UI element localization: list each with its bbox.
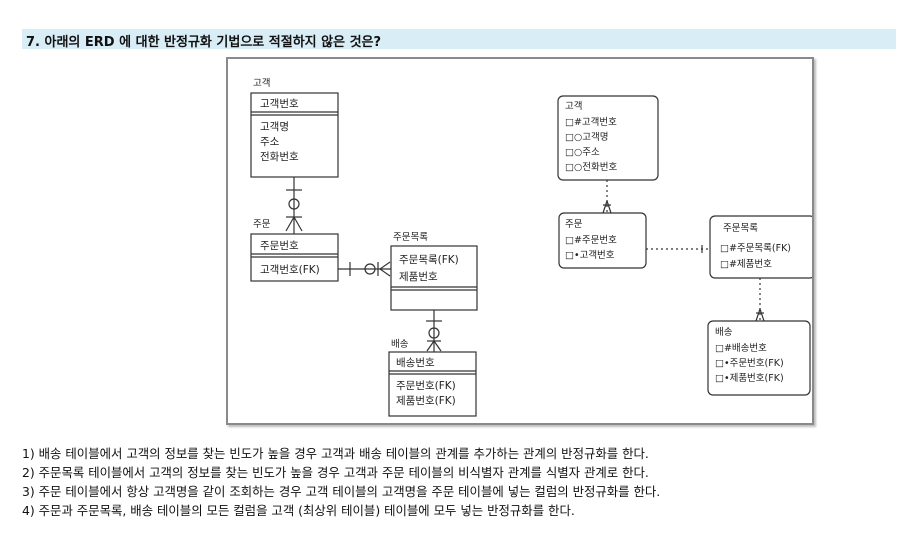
right-order-box xyxy=(558,212,647,269)
right-delivery-box xyxy=(707,320,811,396)
right-order-item-box xyxy=(709,215,812,279)
left-delivery-label: 배송 xyxy=(391,339,409,350)
right-order-item-label: 주문목록 xyxy=(723,223,758,234)
erd-diagram: 고객 고객번호 고객명 주소 전화번호 주문 주문번호 고객번호(FK) 주문목… xyxy=(250,78,812,417)
left-customer-pk: 고객번호 xyxy=(260,98,299,110)
option-3[interactable]: 3) 주문 테이블에서 항상 고객명을 같이 조회하는 경우 고객 테이블의 고… xyxy=(22,484,661,499)
right-customer-attr: □○전화번호 xyxy=(565,162,617,173)
right-order-attr: □•고객번호 xyxy=(565,250,615,261)
left-order-item-label: 주문목록 xyxy=(393,232,428,243)
left-customer-attr: 전화번호 xyxy=(260,151,299,163)
option-1[interactable]: 1) 배송 테이블에서 고객의 정보를 찾는 빈도가 높을 경우 고객과 배송 … xyxy=(22,446,649,461)
left-customer-attr: 주소 xyxy=(260,136,280,148)
right-order-item-attr: □#제품번호 xyxy=(720,259,772,270)
left-order-item-pk: 제품번호 xyxy=(399,271,438,283)
right-customer-attr: □○주소 xyxy=(565,147,600,158)
question-title: 7. 아래의 ERD 에 대한 반정규화 기법으로 적절하지 않은 것은? xyxy=(26,35,382,50)
left-customer-label: 고객 xyxy=(253,78,270,89)
left-delivery-box xyxy=(388,351,477,417)
left-order-label: 주문 xyxy=(253,219,271,230)
right-order-attr: □#주문번호 xyxy=(565,235,617,246)
left-delivery-attr: 주문번호(FK) xyxy=(396,380,456,392)
right-customer-attr: □#고객번호 xyxy=(565,117,617,128)
right-order-item-attr: □#주문목록(FK) xyxy=(720,243,791,254)
left-customer-attr: 고객명 xyxy=(260,121,289,133)
left-order-item-pk: 주문목록(FK) xyxy=(399,254,459,266)
right-customer-label: 고객 xyxy=(565,101,582,112)
question-bar: 7. 아래의 ERD 에 대한 반정규화 기법으로 적절하지 않은 것은? xyxy=(22,29,896,50)
option-4[interactable]: 4) 주문과 주문목록, 배송 테이블의 모든 컬럼을 고객 (최상위 테이블)… xyxy=(22,503,575,518)
right-delivery-attr: □•주문번호(FK) xyxy=(715,358,784,369)
answer-options: 1) 배송 테이블에서 고객의 정보를 찾는 빈도가 높을 경우 고객과 배송 … xyxy=(22,444,892,520)
right-order-label: 주문 xyxy=(565,219,583,230)
left-delivery-pk: 배송번호 xyxy=(396,357,435,369)
left-order-attr: 고객번호(FK) xyxy=(260,264,320,276)
left-delivery-attr: 제품번호(FK) xyxy=(396,395,456,407)
option-2[interactable]: 2) 주문목록 테이블에서 고객의 정보를 찾는 빈도가 높을 경우 고객과 주… xyxy=(22,465,649,480)
right-delivery-attr: □#배송번호 xyxy=(715,343,767,354)
erd-figure: 고객 고객번호 고객명 주소 전화번호 주문 주문번호 고객번호(FK) 주문목… xyxy=(226,57,814,425)
right-customer-attr: □○고객명 xyxy=(565,132,609,143)
right-customer-box xyxy=(557,95,659,181)
left-order-pk: 주문번호 xyxy=(260,240,299,252)
right-delivery-attr: □•제품번호(FK) xyxy=(715,373,784,384)
right-delivery-label: 배송 xyxy=(715,327,733,338)
